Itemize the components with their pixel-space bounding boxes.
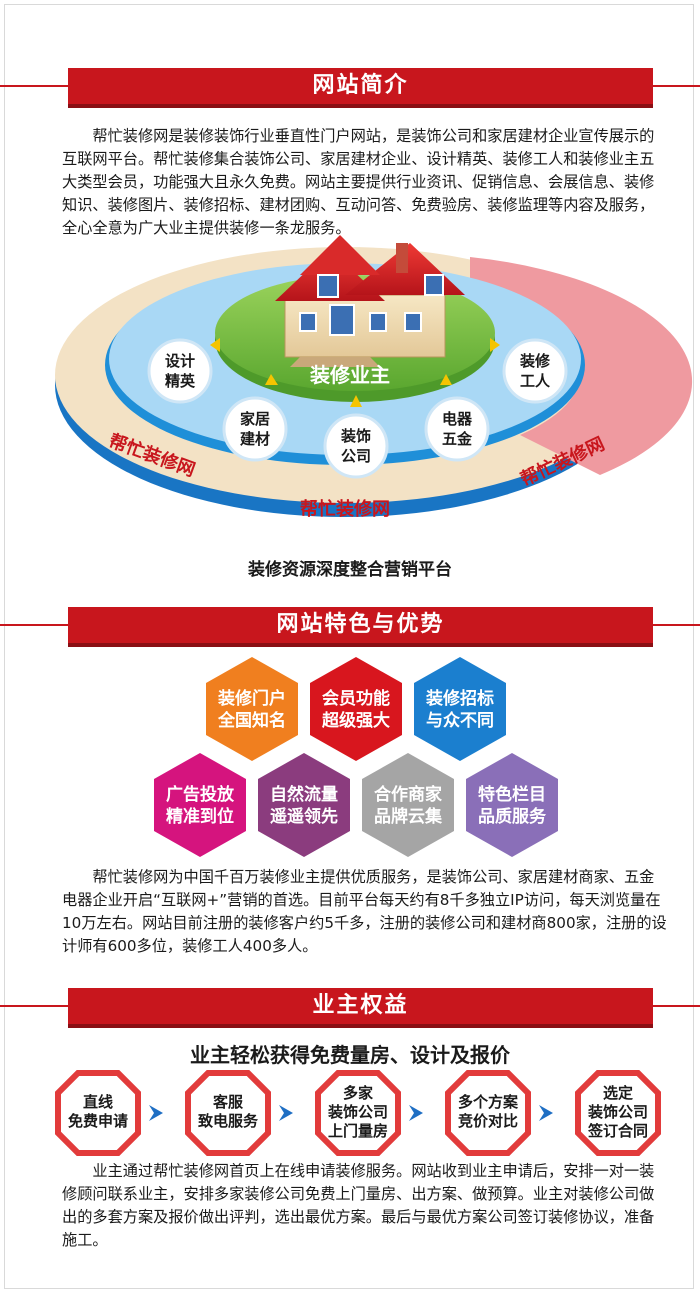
ring-text-bottom: 帮忙装修网	[300, 498, 390, 520]
svg-text:装饰: 装饰	[340, 427, 371, 445]
chevron-right-icon	[279, 1105, 293, 1121]
section-header-features: 网站特色与优势	[0, 602, 700, 648]
rights-paragraph: 业主通过帮忙装修网首页上在线申请装修服务。网站收到业主申请后，安排一对一装修顾问…	[62, 1162, 655, 1249]
hexagon-ads	[154, 753, 246, 857]
hexagon-bidding-label: 装修招标与众不同	[426, 689, 494, 731]
hexagon-portal-label: 装修门户全国知名	[218, 689, 286, 731]
hexagon-columns	[466, 753, 558, 857]
chevron-right-icon	[409, 1105, 423, 1121]
step-octagon-3	[315, 1070, 401, 1156]
section-header-intro: 网站简介	[0, 63, 700, 109]
intro-title: 网站简介	[312, 73, 409, 98]
node-home-materials: 家居 建材	[222, 396, 288, 462]
hexagon-traffic	[258, 753, 350, 857]
features-hexagons	[154, 657, 558, 857]
arrow-icon	[210, 338, 220, 352]
node-appliance-hardware: 电器 五金	[424, 396, 490, 462]
node-design-elite: 设计 精英	[147, 338, 213, 404]
step-2-label: 客服致电服务	[197, 1093, 258, 1130]
node-decoration-company: 装饰 公司	[323, 413, 389, 479]
step-1-label: 直线免费申请	[67, 1093, 128, 1130]
hexagon-partners	[362, 753, 454, 857]
diagram-caption: 装修资源深度整合营销平台	[248, 560, 452, 580]
svg-text:精英: 精英	[165, 372, 196, 390]
platform-diagram: 装修业主 设计 精英 家居 建材 装饰 公司 电器 五金 装修 工人 帮忙装修网…	[55, 235, 693, 520]
section-header-rights: 业主权益	[0, 983, 700, 1029]
step-3-label: 多家装饰公司上门量房	[327, 1084, 388, 1140]
intro-paragraph: 帮忙装修网是装修装饰行业垂直性门户网站，是装饰公司和家居建材企业宣传展示的互联网…	[62, 127, 655, 237]
svg-text:设计: 设计	[165, 352, 195, 370]
hexagon-traffic-label: 自然流量遥遥领先	[270, 785, 338, 827]
hexagon-membership-label: 会员功能超级强大	[322, 689, 390, 731]
process-steps	[55, 1070, 661, 1156]
arrow-icon	[350, 395, 362, 407]
arrow-icon	[440, 374, 452, 385]
svg-text:家居: 家居	[240, 410, 270, 428]
features-paragraph: 帮忙装修网为中国千百万装修业主提供优质服务，是装饰公司、家居建材商家、五金电器企…	[62, 868, 667, 955]
arrow-icon	[490, 338, 500, 352]
step-octagon-1	[55, 1070, 141, 1156]
svg-text:公司: 公司	[341, 447, 371, 465]
step-5-label: 选定装饰公司签订合同	[587, 1084, 648, 1140]
svg-text:工人: 工人	[520, 372, 551, 390]
hexagon-portal	[206, 657, 298, 761]
arrow-icon	[265, 374, 278, 385]
hexagon-membership	[310, 657, 402, 761]
features-title: 网站特色与优势	[276, 612, 445, 637]
rights-title: 业主权益	[312, 993, 409, 1018]
svg-text:建材: 建材	[240, 430, 270, 448]
hexagon-ads-label: 广告投放精准到位	[166, 785, 234, 827]
chevron-right-icon	[539, 1105, 553, 1121]
step-4-label: 多个方案竞价对比	[457, 1093, 518, 1130]
house-icon	[275, 235, 465, 367]
node-workers: 装修 工人	[502, 338, 568, 404]
svg-text:五金: 五金	[442, 430, 473, 448]
step-octagon-4	[445, 1070, 531, 1156]
page-frame	[4, 4, 694, 1289]
rights-subtitle: 业主轻松获得免费量房、设计及报价	[190, 1043, 510, 1067]
center-label: 装修业主	[309, 363, 390, 387]
hexagon-bidding	[414, 657, 506, 761]
step-octagon-2	[185, 1070, 271, 1156]
svg-text:电器: 电器	[442, 410, 473, 428]
svg-text:装修: 装修	[519, 352, 551, 370]
step-octagon-5	[575, 1070, 661, 1156]
hexagon-partners-label: 合作商家品牌云集	[374, 785, 442, 827]
hexagon-columns-label: 特色栏目品质服务	[478, 785, 546, 827]
chevron-right-icon	[149, 1105, 163, 1121]
